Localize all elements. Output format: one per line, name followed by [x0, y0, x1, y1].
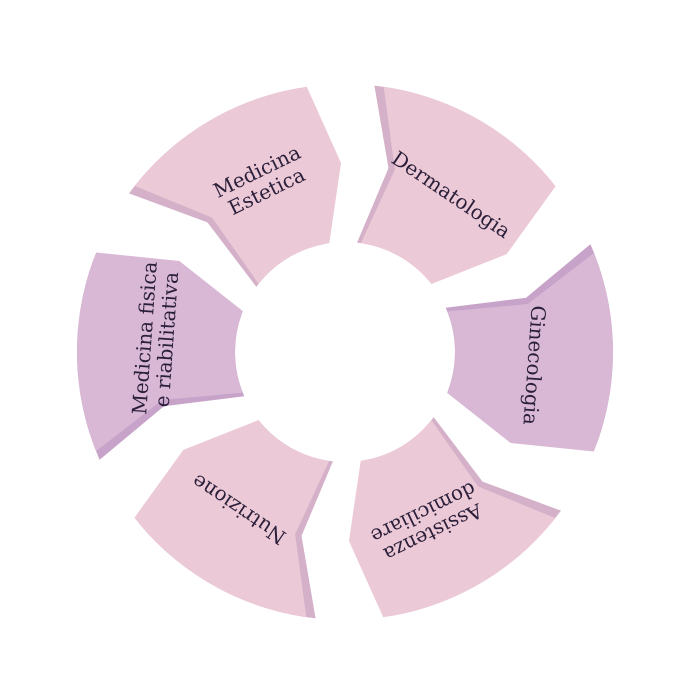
segment-medicina-estetica: MedicinaEstetica	[129, 86, 342, 287]
segment-dermatologia: Dermatologia	[357, 85, 556, 284]
segment-nutrizione: Nutrizione	[134, 420, 333, 619]
segment-shape	[76, 252, 243, 452]
segment-shape	[134, 420, 330, 618]
segment-assistenza-domiciliare: Assistenzadomiciliare	[348, 417, 561, 618]
segment-medicina-fisica: Medicina fisicae riabilitativa	[76, 252, 245, 460]
center-circle	[238, 245, 452, 459]
segment-label-medicina-fisica: Medicina fisicae riabilitativa	[127, 261, 184, 417]
segment-ginecologia: Ginecologia	[445, 244, 613, 452]
segment-shape	[447, 252, 613, 452]
segment-shape	[134, 86, 342, 284]
segment-shape	[348, 420, 556, 618]
segment-shape	[360, 86, 556, 284]
